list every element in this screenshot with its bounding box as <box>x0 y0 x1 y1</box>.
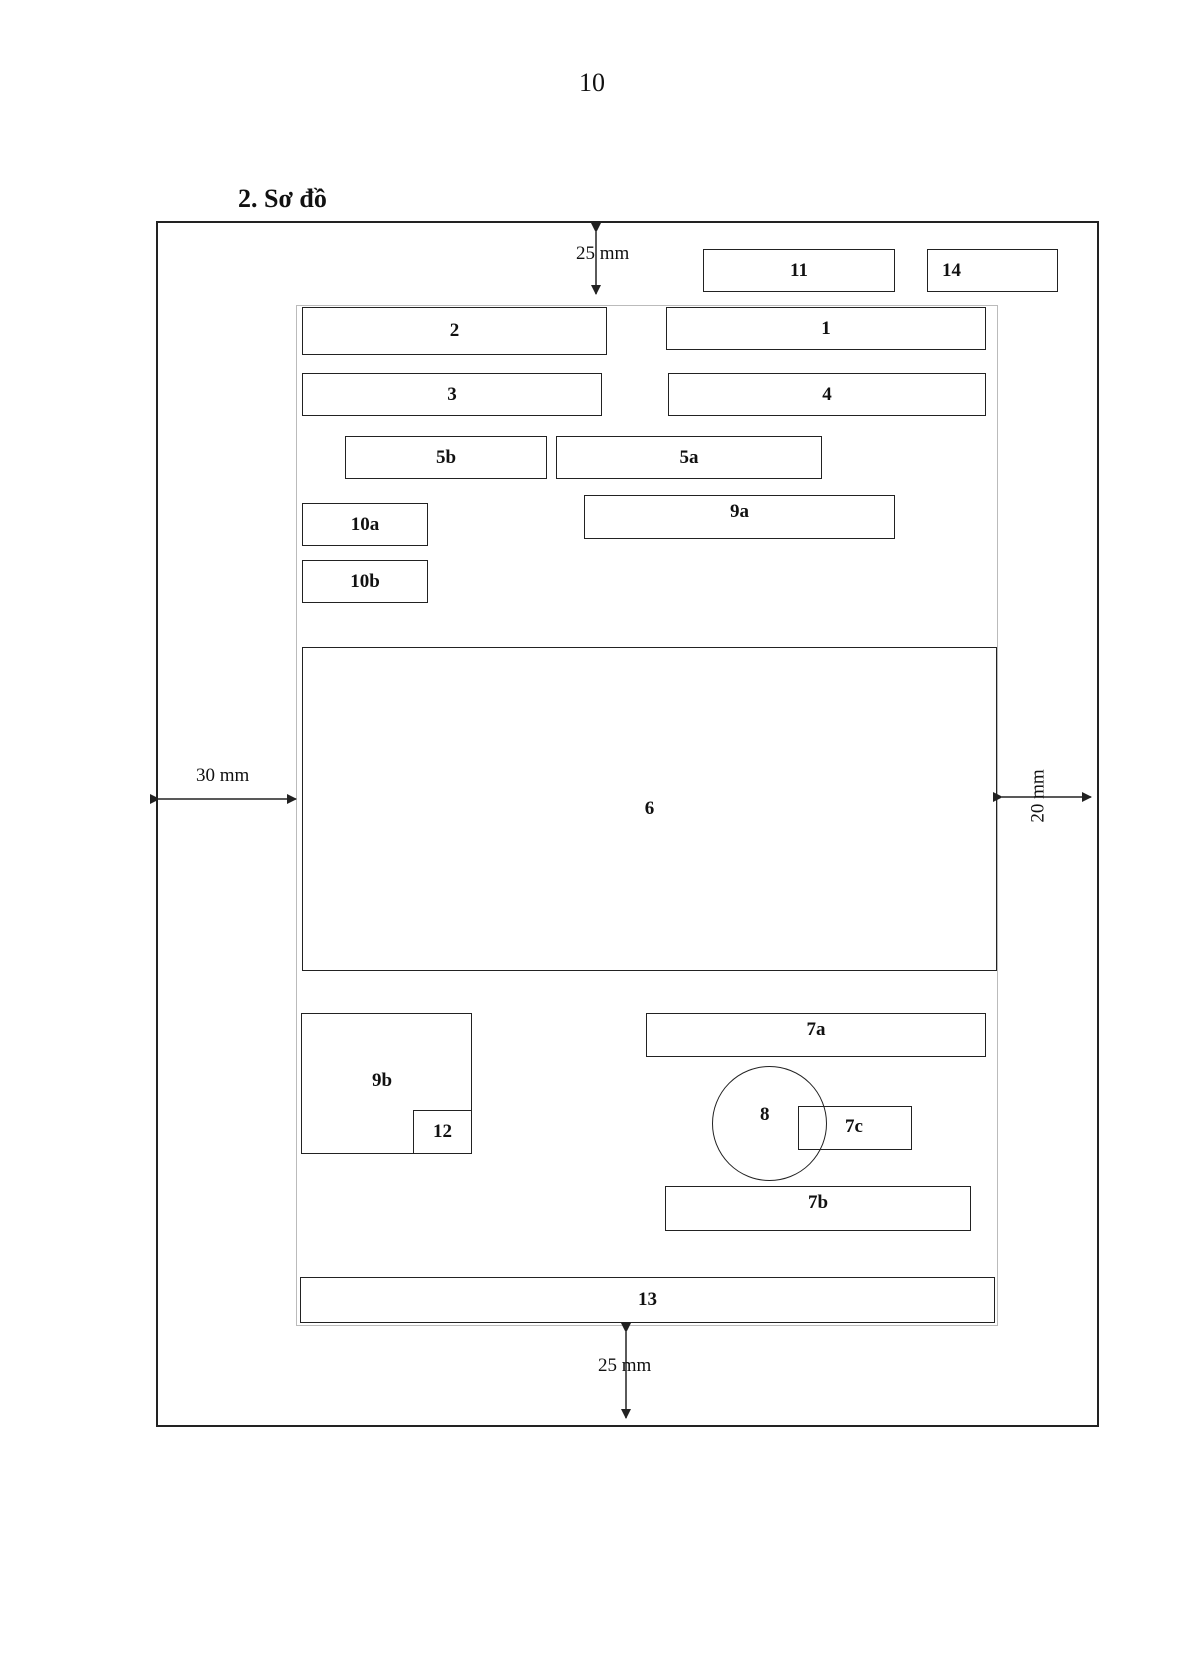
content-area-outline <box>296 305 998 1326</box>
page-sheet-outline <box>156 221 1099 1427</box>
top-margin-label: 25 mm <box>576 243 630 264</box>
box-3: 3 <box>302 373 602 416</box>
box-4: 4 <box>668 373 986 416</box>
box-6: 6 <box>302 647 997 971</box>
right-margin-label: 20 mm <box>1027 769 1049 823</box>
page-number: 10 <box>579 68 605 97</box>
left-margin-label: 30 mm <box>196 765 250 786</box>
box-12: 12 <box>413 1110 472 1154</box>
box-9a: 9a <box>584 495 895 539</box>
circle-8 <box>712 1066 827 1181</box>
box-10a: 10a <box>302 503 428 546</box>
box-11: 11 <box>703 249 895 292</box>
box-7c-label: 7c <box>845 1116 863 1137</box>
box-13: 13 <box>300 1277 995 1323</box>
box-5a: 5a <box>556 436 822 479</box>
box-7a: 7a <box>646 1013 986 1057</box>
box-7b: 7b <box>665 1186 971 1231</box>
box-2: 2 <box>302 307 607 355</box>
box-14: 14 <box>927 249 1058 292</box>
box-10b: 10b <box>302 560 428 603</box>
bottom-margin-label: 25 mm <box>598 1355 652 1376</box>
box-1: 1 <box>666 307 986 350</box>
circle-8-label: 8 <box>760 1104 770 1125</box>
box-9b-label: 9b <box>372 1070 393 1091</box>
box-5b: 5b <box>345 436 547 479</box>
section-title: 2. Sơ đồ <box>238 184 327 213</box>
